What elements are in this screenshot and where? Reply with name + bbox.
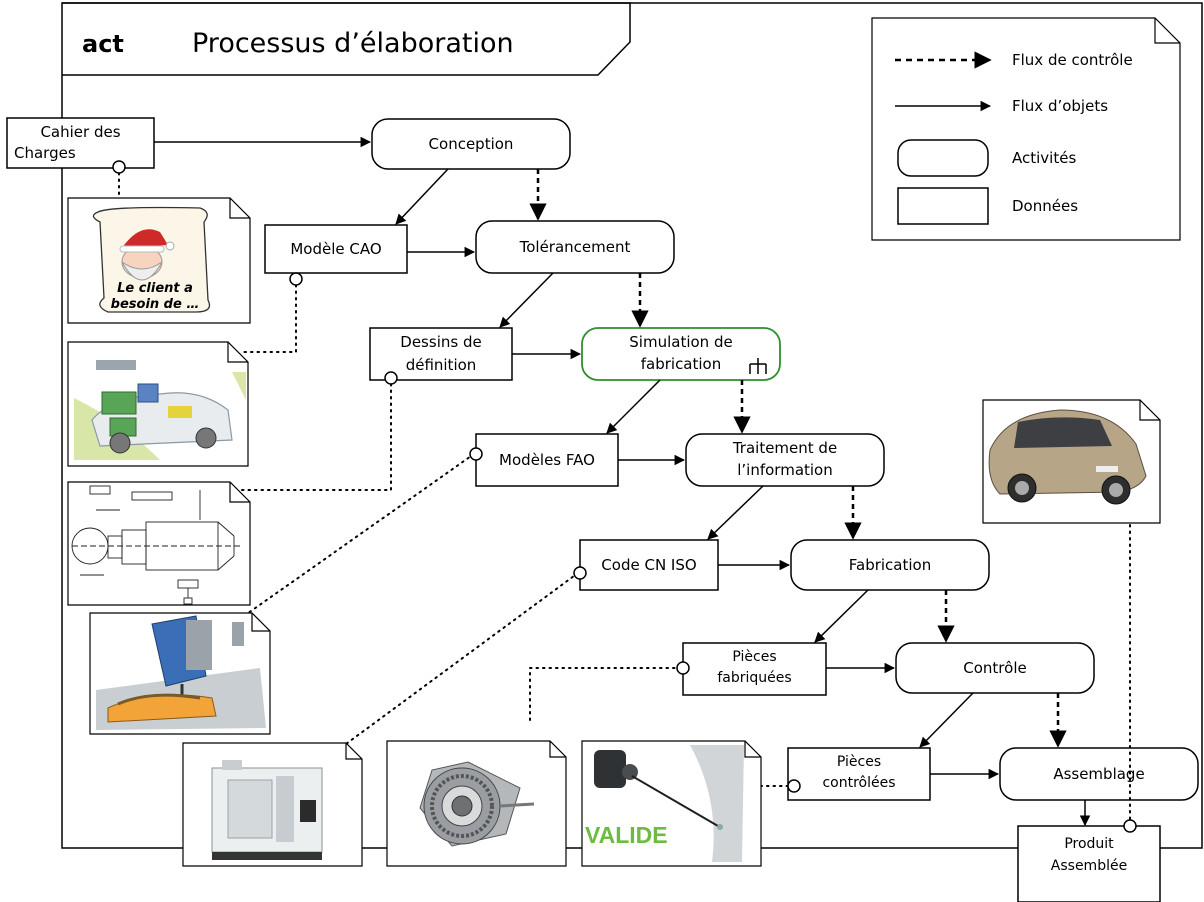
legend-label-data: Données [1012,197,1079,215]
illustration-car-cao [67,341,249,467]
illustration-wheel-hub [386,740,567,867]
legend-label-object-flow: Flux d’objets [1012,97,1109,115]
data-cahier-des-charges [6,117,155,169]
port-pieces-fab [676,661,690,675]
activity-controle [895,642,1095,694]
illustration-santa-note [67,197,251,324]
label-assemblage: Assemblage [1053,765,1145,783]
flow-traitement-to-cn [707,485,764,540]
legend-box [871,17,1181,241]
label-simulation-line1: Simulation de [629,333,733,351]
label-modeles-fao: Modèles FAO [499,451,595,469]
illustration-technical-drawing [67,481,251,606]
label-simulation-line2: fabrication [640,355,722,373]
label-traitement-line2: l’information [737,461,833,479]
santa-text-line2: besoin de … [110,297,200,312]
label-pieces-ctrl-line1: Pièces [836,754,882,770]
activity-simulation [581,327,781,381]
data-code-cn-iso [579,539,719,591]
port-fao [469,447,483,461]
label-code-cn-iso: Code CN ISO [601,556,697,574]
label-dessins-line2: définition [405,356,477,374]
activity-fabrication [790,539,990,591]
port-produit [1123,819,1137,833]
port-cn [573,566,587,580]
flow-controle-to-piecesctrl [919,692,974,748]
link-dessins-illustration [239,383,392,491]
data-modeles-fao [475,433,619,487]
label-pieces-fab-line2: fabriquées [717,670,792,686]
legend-label-control-flow: Flux de contrôle [1012,51,1133,69]
label-traitement-line1: Traitement de [732,439,838,457]
page-title: Processus d’élaboration [192,28,514,59]
flow-fab-to-pieces [814,589,869,643]
link-cn-illustration [345,572,579,745]
frame-title-tab [62,2,631,76]
activity-tolerancement [475,220,675,274]
data-pieces-controlees [787,747,931,801]
label-conception: Conception [428,135,514,153]
link-fao-illustration [243,453,475,617]
label-modele-cao: Modèle CAO [290,240,382,258]
port-pieces-ctrl [787,779,801,793]
illustration-cnc-machine [182,742,363,867]
frame-keyword: act [82,30,124,58]
valide-label: VALIDE [585,822,668,848]
label-produit-line2: Assemblée [1050,858,1128,874]
legend-label-activities: Activités [1012,149,1077,167]
link-cao-illustration [239,284,297,353]
flow-tol-to-dessins [499,272,554,328]
label-cahier-line1: Cahier des [40,123,121,141]
label-cahier-line2: Charges [14,144,76,162]
label-tolerancement: Tolérancement [519,238,631,256]
activity-traitement [685,433,885,487]
link-pieces-illustration [529,667,682,721]
port-cahier [112,160,126,174]
activity-conception [371,118,571,170]
santa-text-line1: Le client a [117,281,193,296]
illustration-car-photo [982,399,1161,524]
label-pieces-fab-line1: Pièces [732,649,777,665]
flow-sim-to-fao [606,379,661,434]
data-pieces-fabriquees [682,642,827,696]
port-cao [289,272,303,286]
flow-conception-to-cao [395,168,449,225]
label-fabrication: Fabrication [848,556,932,574]
legend-data-shape [897,187,989,225]
label-dessins-line1: Dessins de [400,333,482,351]
data-modele-cao [264,224,408,274]
illustration-fao-milling [89,612,271,735]
rake-icon [749,358,767,374]
activity-assemblage [999,747,1199,801]
legend-activity-shape [897,139,989,177]
label-produit-line1: Produit [1064,836,1114,852]
illustration-probe [581,740,762,867]
port-dessins [384,371,398,385]
label-controle: Contrôle [963,659,1027,677]
data-dessins-definition [369,327,513,381]
label-pieces-ctrl-line2: contrôlées [822,775,896,791]
